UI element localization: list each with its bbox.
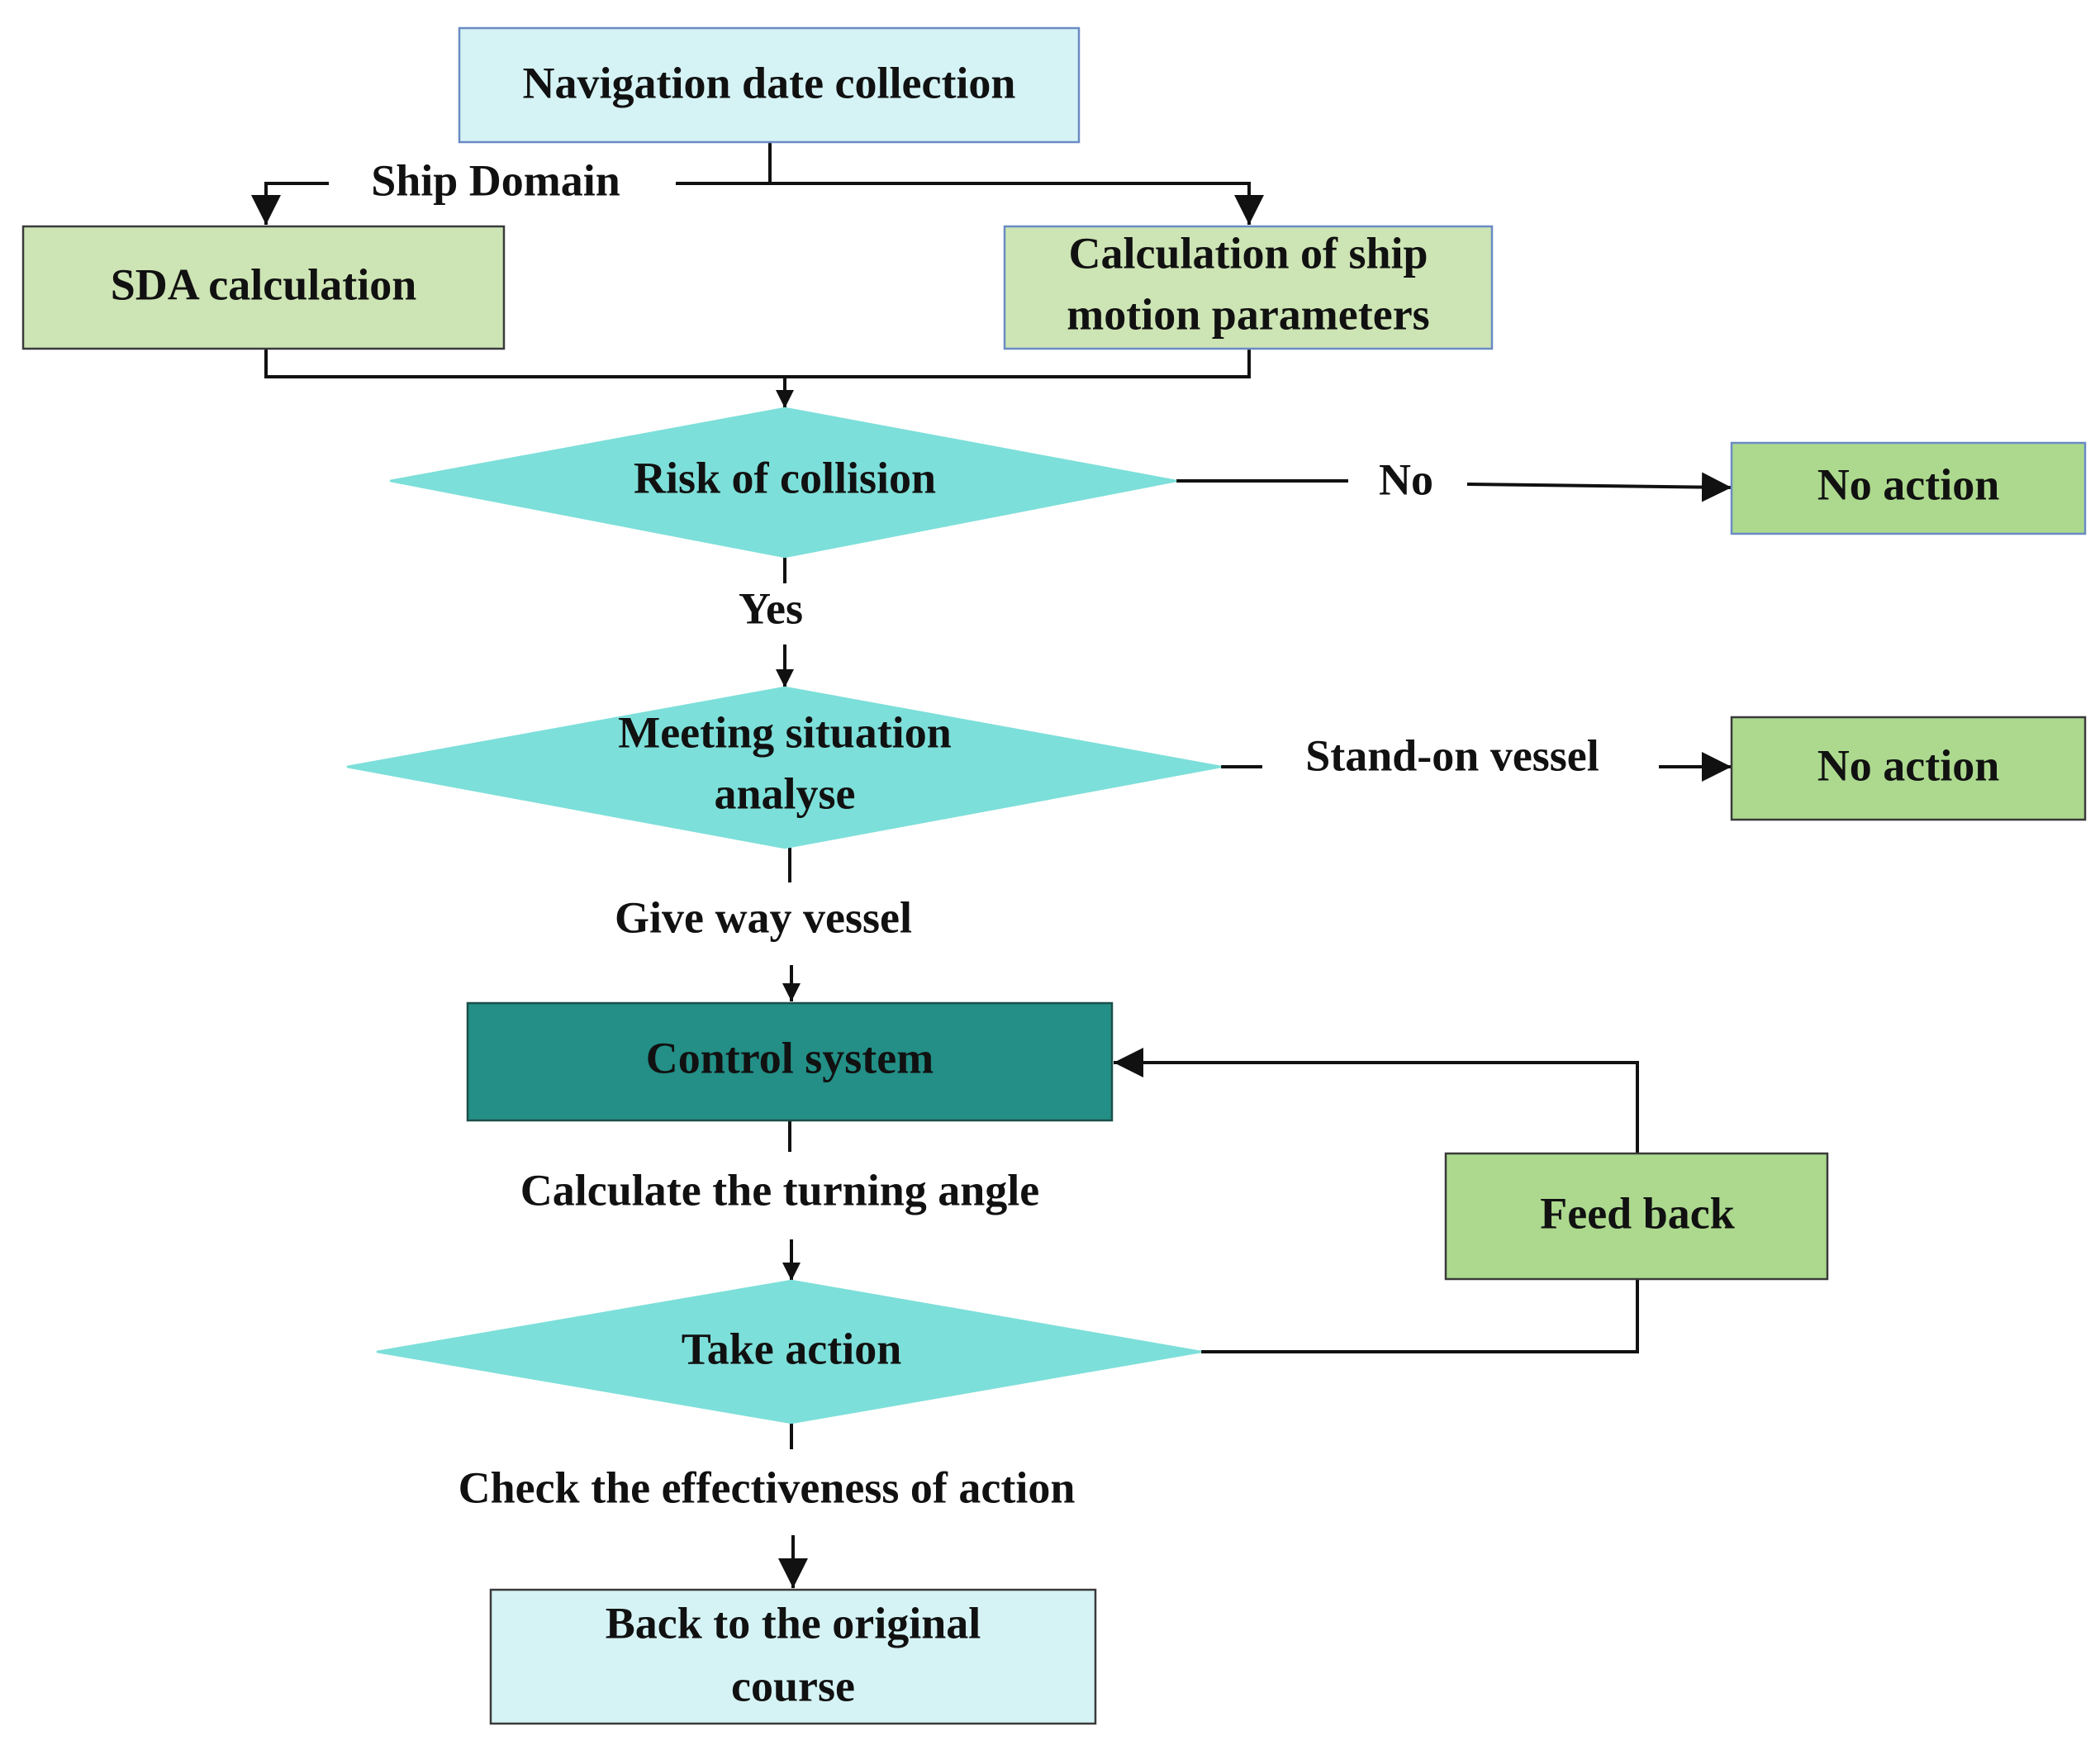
edge-labels: Ship Domain No Yes Stand-on vessel Give … (371, 155, 1599, 1512)
nodes: Navigation date collection SDA calculati… (21, 26, 2087, 1725)
node-sda-calculation: SDA calculation (21, 225, 506, 350)
edge-label-stand-on-vessel: Stand-on vessel (1305, 730, 1599, 780)
node-sda-calculation-shape (21, 225, 506, 350)
edge-no-label-to-no-action-1 (1466, 472, 1732, 502)
node-feed-back-label: Feed back (1540, 1188, 1735, 1238)
edge-feedback-to-control (1114, 1048, 1639, 1153)
node-control-system-shape (466, 1001, 1114, 1122)
node-back-to-original-course-label-line-1: Back to the original (606, 1598, 981, 1648)
node-control-system: Control system (466, 1001, 1114, 1122)
node-motion-parameters: Calculation of ship motion parameters (1003, 225, 1494, 350)
node-back-to-original-course: Back to the original course (489, 1588, 1097, 1725)
node-sda-calculation-label: SDA calculation (111, 259, 417, 309)
node-navigation-date-collection-label: Navigation date collection (523, 58, 1016, 107)
node-meeting-situation: Meeting situation analyse (346, 686, 1222, 849)
node-risk-of-collision-label: Risk of collision (634, 453, 936, 502)
node-no-action-2-label: No action (1817, 740, 1999, 790)
node-motion-parameters-label-line-1: Calculation of ship (1068, 228, 1428, 278)
node-control-system-label: Control system (646, 1033, 934, 1082)
node-meeting-situation-label-line-2: analyse (714, 768, 855, 818)
edge-sda-to-merge (264, 349, 785, 378)
node-no-action-2: No action (1730, 716, 2087, 821)
node-take-action-shape (376, 1279, 1202, 1424)
node-motion-parameters-shape (1003, 225, 1494, 350)
edge-motion-to-merge (785, 349, 1251, 378)
node-no-action-1-shape (1730, 441, 2087, 535)
edge-label-ship-domain: Ship Domain (371, 155, 620, 205)
edge-label-yes: Yes (739, 583, 803, 633)
node-motion-parameters-label-line-2: motion parameters (1067, 289, 1429, 339)
edge-label-give-way-vessel: Give way vessel (615, 892, 912, 942)
edge-label-check-effectiveness: Check the effectiveness of action (458, 1462, 1076, 1512)
node-meeting-situation-label-line-1: Meeting situation (618, 707, 951, 757)
node-back-to-original-course-label-line-2: course (731, 1661, 855, 1710)
node-navigation-date-collection-shape (458, 26, 1081, 144)
edge-label-calculate-turning-angle: Calculate the turning angle (520, 1165, 1040, 1215)
node-back-to-original-course-shape (489, 1588, 1097, 1725)
edge-label-no: No (1379, 454, 1433, 504)
node-risk-of-collision: Risk of collision (389, 407, 1177, 559)
edge-take-action-to-feedback (1201, 1279, 1639, 1353)
node-navigation-date-collection: Navigation date collection (458, 26, 1081, 144)
node-take-action: Take action (376, 1279, 1202, 1424)
node-no-action-1-label: No action (1817, 459, 1999, 509)
node-feed-back-shape (1444, 1152, 1829, 1281)
node-risk-of-collision-shape (389, 407, 1177, 559)
node-no-action-1: No action (1730, 441, 2087, 535)
connectors (251, 142, 1732, 1588)
node-no-action-2-shape (1730, 716, 2087, 821)
node-take-action-label: Take action (682, 1324, 902, 1373)
edge-ship-domain-to-sda (251, 182, 329, 225)
edge-split-to-motion-params (676, 182, 1264, 225)
node-meeting-situation-shape (346, 686, 1222, 849)
node-feed-back: Feed back (1444, 1152, 1829, 1281)
